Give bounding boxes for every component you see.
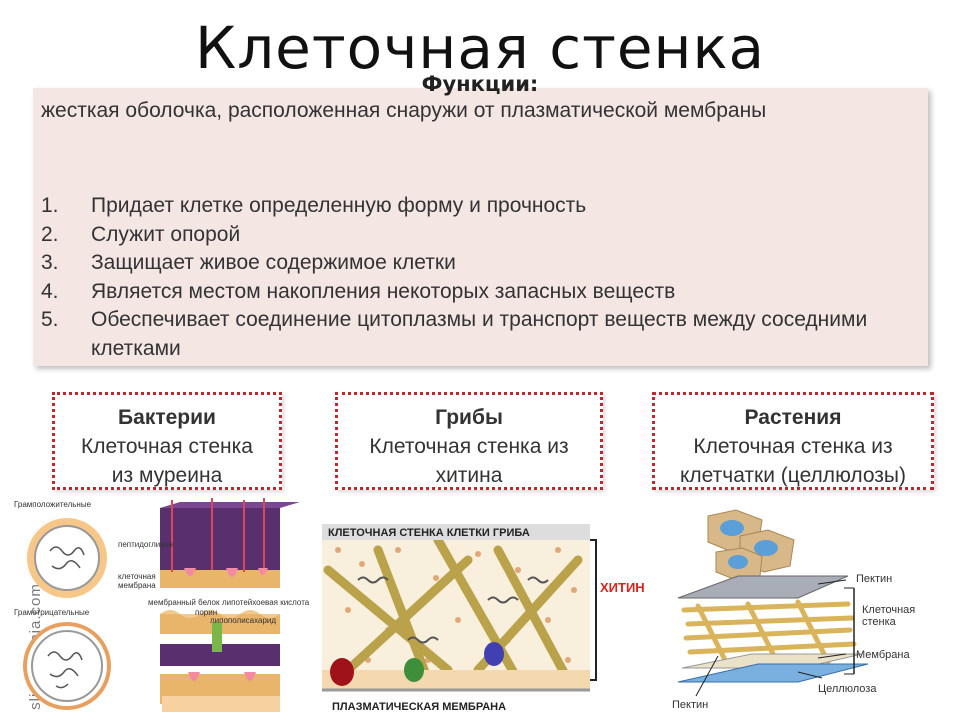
functions-list: 1.Придает клетке определенную форму и пр… [41, 192, 881, 363]
cellulose-label: Целлюлоза [818, 683, 877, 695]
kingdom-card-bacteria: Бактерии Клеточная стенка из муреина [52, 392, 282, 490]
peptidoglycan-layer [160, 508, 280, 570]
kingdom-card-fungi: Грибы Клеточная стенка из хитина [335, 392, 603, 490]
function-item: 3.Защищает живое содержимое клетки [41, 251, 456, 274]
kingdom-title: Растения [744, 406, 842, 429]
membrane-protein-label: мембранный белок [148, 598, 220, 607]
membrane-label: клеточная мембрана [118, 572, 156, 590]
function-item: 1.Придает клетке определенную форму и пр… [41, 194, 587, 217]
function-item: 2.Служит опорой [41, 222, 241, 246]
kingdom-line: хитина [435, 464, 503, 487]
plant-wall-diagram [677, 509, 869, 697]
definition-text: жесткая оболочка, расположенная снаружи … [41, 99, 767, 122]
pectin-top-label: Пектин [856, 573, 893, 585]
kingdom-title: Грибы [435, 406, 503, 429]
kingdom-title: Бактерии [118, 406, 216, 429]
bacteria-wall-diagram [23, 498, 300, 712]
membrane-protein [404, 658, 424, 682]
peptidoglycan-label: пептидогликан [118, 540, 173, 549]
membrane-protein [330, 658, 354, 686]
function-item: 4.Является местом накопления некоторых з… [41, 279, 676, 303]
fungi-wall-diagram: КЛЕТОЧНАЯ СТЕНКА КЛЕТКИ ГРИБА ХИТИН ПЛАЗ… [322, 524, 645, 713]
cell-wall-label: Клеточная стенка [862, 604, 916, 628]
cytoplasm-layer [677, 663, 869, 683]
function-item: 5.Обеспечивает соединение цитоплазмы и т… [41, 308, 868, 360]
fungi-wall-matrix [322, 538, 590, 690]
lipoteichoic-label: липотейхоевая кислота [222, 598, 310, 607]
gram-positive-label: Грамположительные [14, 500, 92, 509]
gram-positive-cell [34, 525, 100, 591]
pectin-bottom-label: Пектин [672, 699, 709, 711]
gram-negative-label: Грамотрицательные [14, 608, 90, 617]
page-title: Клеточная стенка [194, 14, 766, 82]
peptidoglycan-layer-thin [160, 644, 280, 666]
kingdom-line: клетчатки (целлюлозы) [679, 464, 907, 487]
kingdom-card-plants: Растения Клеточная стенка из клетчатки (… [652, 392, 934, 490]
plant-cells [707, 509, 795, 581]
lipopolysaccharide-label: липополисахарид [210, 616, 277, 625]
membrane-label: Мембрана [856, 649, 910, 661]
porin-label: порин [195, 608, 218, 617]
kingdom-line: Клеточная стенка [81, 435, 253, 458]
kingdom-line: Клеточная стенка из [693, 435, 893, 458]
chitin-label: ХИТИН [600, 580, 645, 595]
kingdom-line: из муреина [111, 464, 223, 487]
functions-title: Функции: [421, 72, 539, 96]
definition-box: жесткая оболочка, расположенная снаружи … [33, 88, 928, 366]
fungi-header-bar [322, 524, 590, 540]
membrane-protein [484, 642, 504, 666]
fungi-footer: ПЛАЗМАТИЧЕСКАЯ МЕМБРАНА [332, 701, 506, 713]
fungi-header: КЛЕТОЧНАЯ СТЕНКА КЛЕТКИ ГРИБА [328, 527, 530, 539]
kingdom-line: Клеточная стенка из [369, 435, 569, 458]
pectin-top-layer [677, 575, 849, 599]
gram-negative-cell [31, 630, 103, 702]
